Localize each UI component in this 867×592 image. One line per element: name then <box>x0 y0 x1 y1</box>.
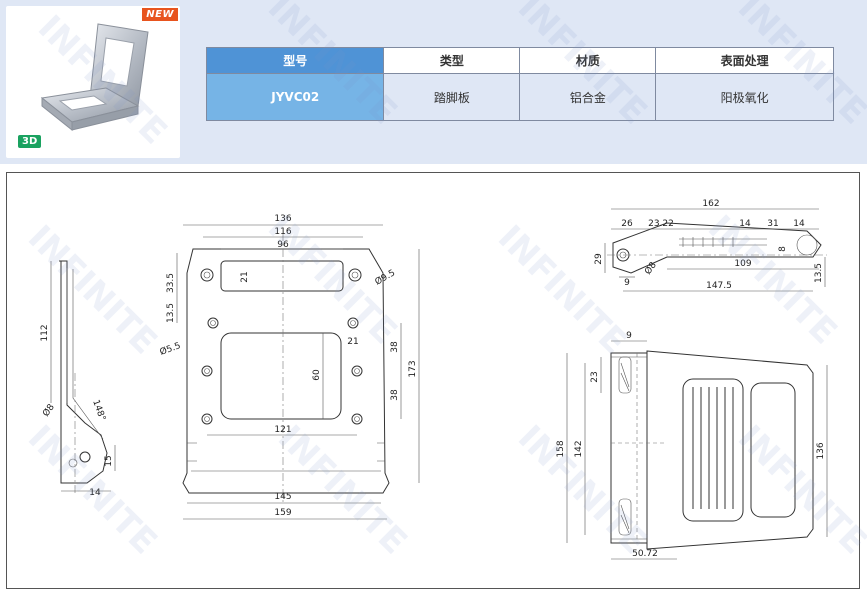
front-right-top: 38 <box>390 341 400 353</box>
cell-material: 铝合金 <box>519 73 657 121</box>
front-hole-left: Ø5.5 <box>158 340 182 358</box>
front-width-inner: 96 <box>277 240 289 250</box>
plan-top-small: 9 <box>626 331 632 341</box>
front-slot-height: 21 <box>240 271 250 282</box>
header-surface: 表面处理 <box>655 47 834 74</box>
front-width-mid: 116 <box>274 227 291 237</box>
side-small-dim: 15 <box>104 455 114 466</box>
spec-table-header-row: 型号 类型 材质 表面处理 <box>205 47 834 74</box>
top-left-h: 29 <box>594 253 604 265</box>
side-angle-dim: 148° <box>90 399 107 423</box>
top-d: 31 <box>767 219 778 229</box>
cell-surface: 阳极氧化 <box>655 73 834 121</box>
front-width-outer: 136 <box>274 214 291 224</box>
front-window-height: 60 <box>312 369 322 381</box>
product-thumbnail[interactable]: NEW 3D <box>6 6 180 158</box>
plan-view: 9 23 158 142 136 50.72 <box>556 331 828 560</box>
top-view: 162 26 23.22 14 31 14 29 Ø8 9 109 8 147.… <box>594 199 827 292</box>
technical-drawing: 112 Ø8 148° 15 14 136 116 <box>6 172 860 589</box>
cell-model[interactable]: JYVC02 <box>205 73 385 121</box>
header-type: 类型 <box>383 47 521 74</box>
footrest-3d-image <box>40 23 149 132</box>
product-header-panel: NEW 3D 型号 类型 材质 表面处理 JYVC02 <box>0 0 867 164</box>
plan-left-outer: 158 <box>556 440 566 457</box>
top-j: 13.5 <box>814 263 824 283</box>
top-b: 23.22 <box>648 219 674 229</box>
new-badge: NEW <box>142 8 178 21</box>
plan-left-inner: 142 <box>574 440 584 457</box>
top-a: 26 <box>621 219 633 229</box>
top-total: 162 <box>702 199 719 209</box>
plan-left-small: 23 <box>590 371 600 382</box>
front-bottom-inner: 145 <box>274 492 291 502</box>
3d-view-badge[interactable]: 3D <box>18 135 42 148</box>
front-hole-top: Ø9.5 <box>373 267 397 287</box>
front-right-total: 173 <box>408 360 418 377</box>
front-left-mid: 13.5 <box>166 303 176 323</box>
top-g: 109 <box>734 259 751 269</box>
front-right-small: 21 <box>347 337 358 347</box>
top-hole: Ø8 <box>642 260 659 277</box>
front-view: 136 116 96 21 Ø9.5 33.5 13.5 Ø5.5 60 21 … <box>158 214 420 520</box>
spec-table: 型号 类型 材质 表面处理 JYVC02 踏脚板 铝合金 阳极氧化 <box>205 47 834 121</box>
front-left-top: 33.5 <box>166 273 176 293</box>
front-hole-span: 121 <box>274 425 291 435</box>
side-bottom-dim: 14 <box>89 488 101 498</box>
header-model: 型号 <box>205 47 385 74</box>
spec-table-row: JYVC02 踏脚板 铝合金 阳极氧化 <box>205 73 834 121</box>
cell-type: 踏脚板 <box>383 73 521 121</box>
front-right-bottom: 38 <box>390 389 400 401</box>
side-view: 112 Ø8 148° 15 14 <box>40 260 116 498</box>
front-bottom-outer: 159 <box>274 508 291 518</box>
side-hole-dim: Ø8 <box>40 402 57 419</box>
technical-drawing-svg: 112 Ø8 148° 15 14 136 116 <box>40 199 828 560</box>
header-material: 材质 <box>519 47 657 74</box>
top-f: 9 <box>624 278 630 288</box>
top-h: 8 <box>778 246 788 252</box>
side-height-dim: 112 <box>40 324 50 341</box>
top-c: 14 <box>739 219 751 229</box>
top-i: 147.5 <box>706 281 732 291</box>
plan-right-h: 136 <box>816 442 826 459</box>
top-e: 14 <box>793 219 805 229</box>
plan-bottom-w: 50.72 <box>632 549 658 559</box>
